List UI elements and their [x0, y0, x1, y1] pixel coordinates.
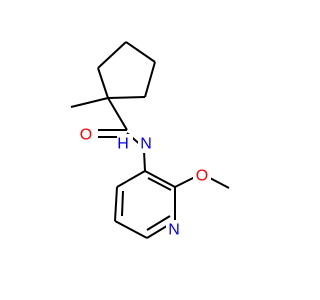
bond-c2-ether-oxygen [174, 176, 196, 188]
bond-ring-c2-c3 [97, 41, 127, 69]
bond-pyr-inner-c5-c4 [121, 190, 124, 217]
ether-oxygen-label: O [196, 168, 208, 185]
bond-pyr-c3-c2 [144, 170, 176, 188]
amide-hydrogen-label: H [117, 136, 129, 153]
bond-ring-c3-c4 [125, 41, 156, 63]
molecule-structure: O N H O N [70, 41, 230, 240]
amide-nitrogen-label: N [140, 136, 152, 153]
ring-nitrogen-label: N [168, 222, 180, 239]
bond-pyr-c6-c5 [114, 220, 148, 239]
bond-ether-oxygen-methyl [207, 176, 230, 189]
bond-methyl [70, 97, 109, 108]
atom-labels: O N H O N [80, 124, 211, 240]
bond-nitrogen-pyridine [143, 150, 146, 172]
amide-oxygen-label: O [80, 127, 92, 144]
bond-ring-c4-c5 [144, 61, 156, 98]
bond-pyr-inner-c3-c2 [147, 177, 172, 191]
bonds [70, 41, 230, 239]
bond-ring-c5-c1 [107, 96, 146, 99]
bond-pyr-c5-c4 [114, 186, 118, 222]
bond-pyr-c4-c3 [116, 170, 146, 188]
bond-pyr-inner-n1-c6 [146, 215, 171, 231]
bond-c1-carbonyl [107, 97, 128, 131]
bond-ring-c1-c2 [97, 67, 109, 99]
